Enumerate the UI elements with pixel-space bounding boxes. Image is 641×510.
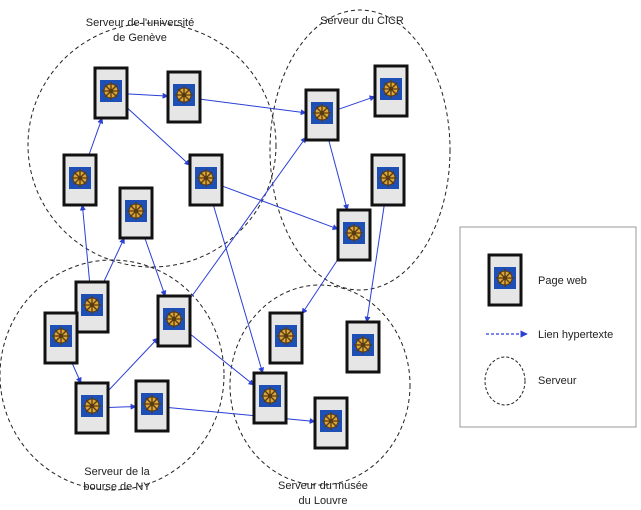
hyperlink-g3-g1	[88, 117, 104, 156]
legend-page-label: Page web	[538, 275, 587, 287]
server-ellipse-icon	[484, 356, 526, 406]
web-page-g3	[62, 153, 98, 207]
hyperlinks	[71, 92, 385, 424]
hyperlink-g2-c1	[199, 98, 307, 116]
hyperlink-g4-n3	[144, 237, 167, 297]
hyperlink-c1-c4	[328, 139, 349, 211]
legend: Page web Lien hypertexte Serveur	[459, 226, 637, 428]
web-page-n3	[156, 294, 192, 348]
server-ellipse-louvre	[229, 284, 411, 486]
web-page-l1	[268, 311, 304, 365]
hyperlink-c3-l2	[364, 204, 385, 323]
web-page-c4	[336, 208, 372, 262]
web-page-l3	[252, 371, 288, 425]
server-label-ny-line1: Serveur de la	[84, 466, 150, 478]
web-page-g2	[166, 70, 202, 124]
server-label-cicr-line1: Serveur du CICR	[320, 15, 404, 27]
web-page-c1	[304, 88, 340, 142]
hyperlink-n5-l4	[167, 407, 316, 424]
legend-link-label: Lien hypertexte	[538, 329, 613, 341]
server-label-louvre: Serveur du musée du Louvre	[278, 480, 368, 507]
hyperlink-n3-c1	[189, 136, 307, 300]
hyperlink-n4-n3	[107, 337, 159, 392]
server-label-cicr: Serveur du CICR	[320, 15, 404, 27]
server-label-ny: Serveur de la bourse de NY	[83, 466, 151, 493]
web-page-g5	[188, 153, 224, 207]
server-label-geneve: Serveur de l'université de Genève	[86, 17, 195, 44]
legend-box	[459, 226, 637, 428]
hyperlink-g5-c4	[221, 185, 339, 230]
hyperlink-c1-c2	[337, 95, 376, 110]
web-page-icon	[487, 253, 523, 307]
web-page-n4	[74, 381, 110, 435]
server-label-ny-line2: bourse de NY	[83, 481, 151, 493]
hyperlink-n1-g4	[103, 237, 125, 283]
legend-server-label: Serveur	[538, 375, 577, 387]
hyperlink-n3-l3	[189, 333, 255, 386]
web-page-l4	[313, 396, 349, 450]
web-page-n5	[134, 379, 170, 433]
hyperlink-n4-n5	[107, 403, 137, 410]
hyperlink-n2-n4	[71, 362, 82, 384]
hyperlink-g1-g2	[126, 92, 169, 99]
server-ellipses	[0, 9, 451, 491]
server-label-geneve-line2: de Genève	[113, 32, 167, 44]
server-label-louvre-line1: Serveur du musée	[278, 480, 368, 492]
web-page-g4	[118, 186, 154, 240]
web-page-c2	[373, 64, 409, 118]
web-page-l2	[345, 320, 381, 374]
server-ellipse-geneve	[27, 22, 277, 268]
hyperlink-n1-g3	[79, 204, 91, 283]
web-page-g1	[93, 66, 129, 120]
web-page-n1	[74, 280, 110, 334]
web-pages	[43, 64, 409, 450]
server-label-louvre-line2: du Louvre	[299, 495, 348, 507]
hyperlink-g5-l3	[212, 204, 265, 374]
web-page-c3	[370, 153, 406, 207]
web-page-n2	[43, 311, 79, 365]
server-label-geneve-line1: Serveur de l'université	[86, 17, 195, 29]
hyperlink-c4-l1	[301, 258, 339, 315]
hyperlink-g1-g5	[126, 107, 191, 166]
server-ellipse-cicr	[269, 9, 451, 291]
server-ellipse-ny	[0, 259, 225, 491]
